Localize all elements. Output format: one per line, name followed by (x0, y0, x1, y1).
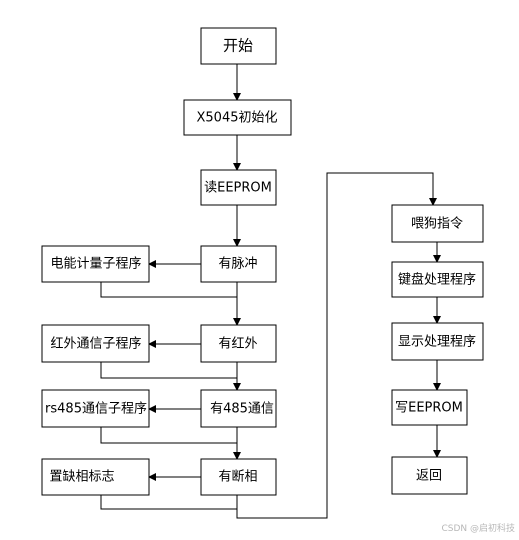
node-keyboard-label: 键盘处理程序 (398, 272, 476, 288)
node-watchdog: 喂狗指令 (391, 204, 484, 243)
node-init-label: X5045初始化 (197, 111, 278, 126)
node-return-label: 返回 (416, 469, 442, 484)
node-watchdog-label: 喂狗指令 (411, 217, 463, 232)
node-keyboard: 键盘处理程序 (391, 261, 484, 298)
node-phase-loss-label: 有断相 (218, 470, 257, 485)
node-rs485-comm: rs485通信子程序 (41, 389, 150, 428)
node-set-phase-flag: 置缺相标志 (41, 458, 150, 496)
node-display-label: 显示处理程序 (398, 335, 476, 350)
watermark: CSDN @启初科技 (441, 524, 515, 534)
node-init: X5045初始化 (183, 99, 292, 136)
node-has-infrared-label: 有红外 (218, 336, 257, 352)
edge-infrared-comm-join (100, 362, 237, 379)
node-start: 开始 (200, 27, 277, 65)
node-has-pulse-label: 有脉冲 (218, 257, 257, 272)
node-energy-metering: 电能计量子程序 (41, 245, 150, 283)
node-write-eeprom: 写EEPROM (391, 389, 468, 426)
node-has-pulse: 有脉冲 (200, 245, 277, 283)
node-infrared-comm-label: 红外通信子程序 (50, 336, 141, 352)
node-has-rs485-label: 有485通信 (210, 402, 274, 417)
node-energy-metering-label: 电能计量子程序 (50, 257, 141, 272)
edge-flag-join (100, 495, 237, 510)
node-start-label: 开始 (223, 37, 253, 55)
node-read-eeprom: 读EEPROM (200, 169, 277, 206)
node-display: 显示处理程序 (391, 322, 484, 361)
edge-phase-to-watchdog (236, 172, 437, 519)
node-infrared-comm: 红外通信子程序 (41, 324, 150, 363)
node-set-phase-flag-label: 置缺相标志 (49, 470, 114, 485)
node-rs485-comm-label: rs485通信子程序 (45, 402, 147, 417)
node-write-eeprom-label: 写EEPROM (395, 401, 463, 416)
node-has-rs485: 有485通信 (200, 389, 277, 428)
node-has-infrared: 有红外 (200, 324, 277, 363)
edge-metering-join (100, 282, 237, 298)
node-read-eeprom-label: 读EEPROM (204, 181, 272, 196)
node-return: 返回 (391, 456, 468, 495)
node-phase-loss: 有断相 (200, 458, 277, 496)
edge-rs485-comm-join (100, 427, 237, 444)
